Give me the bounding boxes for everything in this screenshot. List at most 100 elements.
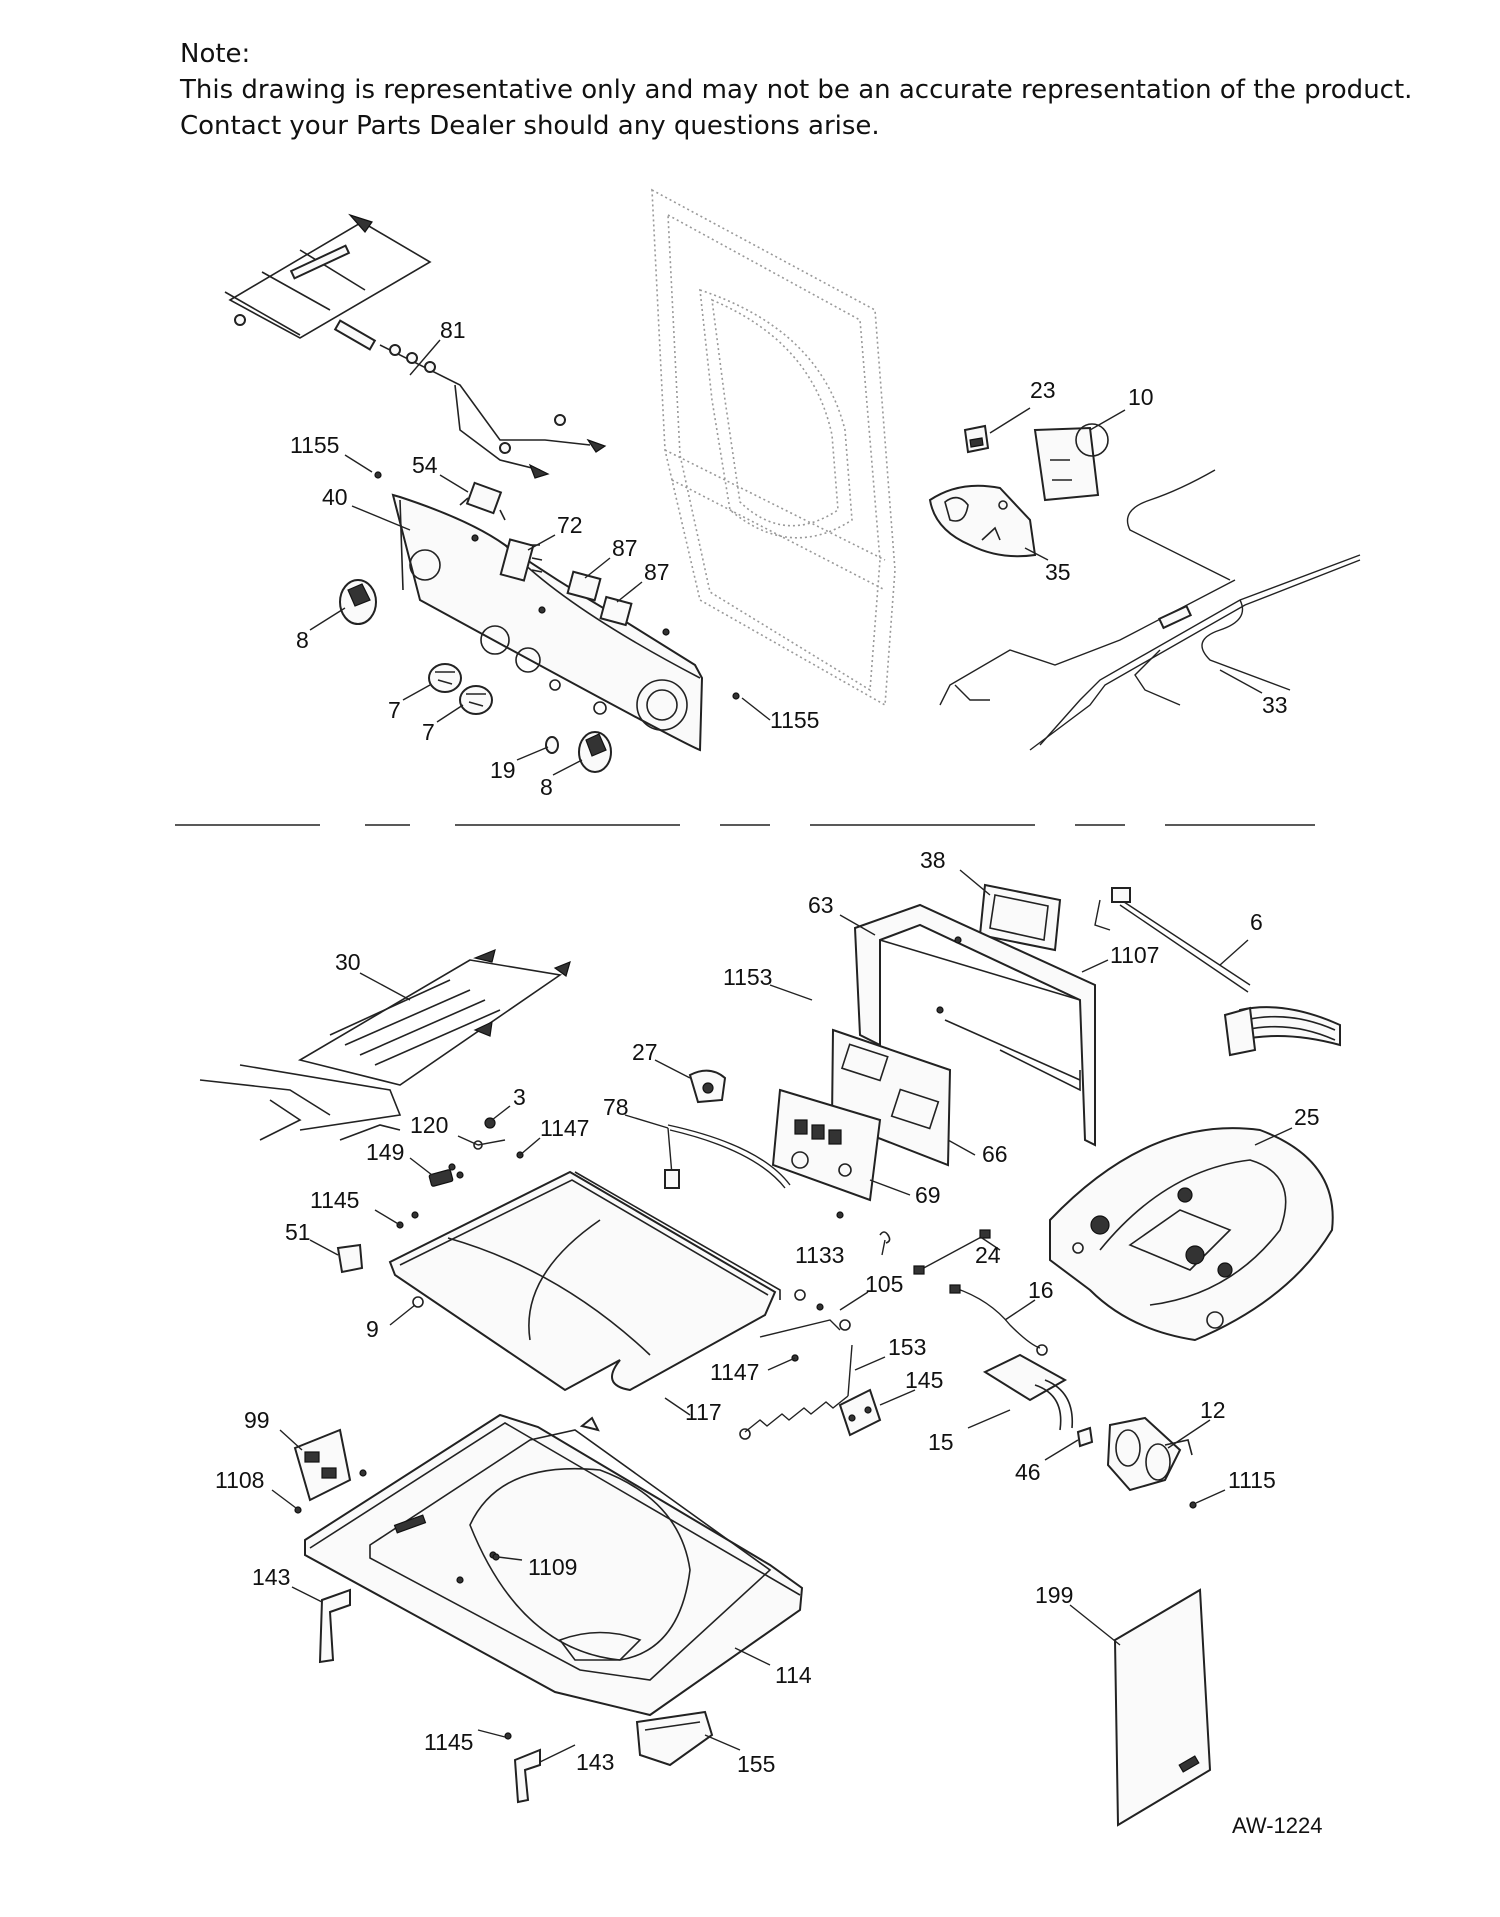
callout-66: 66 xyxy=(982,1141,1008,1167)
callout-143-a: 143 xyxy=(252,1564,290,1590)
lid-117 xyxy=(388,1170,781,1392)
callout-40: 40 xyxy=(322,484,348,510)
switch-54 xyxy=(459,481,506,521)
document-199 xyxy=(1113,1588,1212,1827)
callout-81: 81 xyxy=(440,317,466,343)
knob-7-b xyxy=(459,685,493,715)
callout-143-b: 143 xyxy=(576,1749,614,1775)
callout-72: 72 xyxy=(557,512,583,538)
knob-8-b xyxy=(578,731,612,773)
callout-1155-a: 1155 xyxy=(290,432,339,458)
callout-12: 12 xyxy=(1200,1397,1226,1423)
callout-9: 9 xyxy=(366,1316,379,1342)
screw-1145-b xyxy=(504,1732,512,1740)
part-23 xyxy=(963,424,990,454)
part-27 xyxy=(688,1069,727,1104)
knob-7-a xyxy=(428,663,462,693)
wire-24 xyxy=(913,1229,991,1275)
callout-25: 25 xyxy=(1294,1104,1320,1130)
callout-145: 145 xyxy=(905,1367,943,1393)
callout-33: 33 xyxy=(1262,692,1288,718)
callout-114: 114 xyxy=(775,1662,812,1688)
cable-78 xyxy=(664,1124,791,1189)
callout-15: 15 xyxy=(928,1429,954,1455)
callout-1147-b: 1147 xyxy=(710,1359,759,1385)
callout-27: 27 xyxy=(632,1039,658,1065)
knob-19 xyxy=(545,736,559,754)
screw-1155-b xyxy=(732,692,740,700)
callout-1133: 1133 xyxy=(795,1242,844,1268)
part-10 xyxy=(1033,423,1109,502)
callout-3: 3 xyxy=(513,1084,526,1110)
callout-7-a: 7 xyxy=(388,697,401,723)
callout-35: 35 xyxy=(1045,559,1071,585)
callout-120: 120 xyxy=(410,1112,448,1138)
callout-87-b: 87 xyxy=(644,559,670,585)
valve-12 xyxy=(1106,1416,1193,1492)
bracket-143-b xyxy=(513,1748,541,1804)
screw-1155-a xyxy=(374,471,382,479)
callout-1145-b: 1145 xyxy=(424,1729,473,1755)
callout-46: 46 xyxy=(1015,1459,1041,1485)
callout-199: 199 xyxy=(1035,1582,1073,1608)
callout-6: 6 xyxy=(1250,909,1263,935)
cabinet-outline xyxy=(651,188,896,707)
clip-51 xyxy=(336,1243,364,1274)
bracket-38 xyxy=(978,883,1062,952)
screw-1115 xyxy=(1189,1501,1197,1509)
wire-harness-33 xyxy=(939,469,1361,751)
bracket-143-a xyxy=(318,1588,351,1664)
rod-105 xyxy=(759,1289,851,1338)
spring-153 xyxy=(739,1344,853,1440)
part-149 xyxy=(428,1169,454,1187)
callout-78: 78 xyxy=(603,1094,629,1120)
note-line-1: This drawing is representative only and … xyxy=(180,75,1413,105)
callout-24: 24 xyxy=(975,1242,1001,1268)
callout-153: 153 xyxy=(888,1334,926,1360)
callout-1145-a: 1145 xyxy=(310,1187,359,1213)
callout-19: 19 xyxy=(490,757,516,783)
note-heading: Note: xyxy=(180,39,251,69)
callout-16: 16 xyxy=(1028,1277,1054,1303)
part-35 xyxy=(928,484,1037,558)
switch-87-a xyxy=(566,570,602,602)
callout-1107: 1107 xyxy=(1110,942,1159,968)
callout-117: 117 xyxy=(685,1399,722,1425)
callout-10: 10 xyxy=(1128,384,1154,410)
part-9 xyxy=(412,1296,424,1308)
latch-99 xyxy=(293,1428,367,1502)
callout-1153: 1153 xyxy=(723,964,772,990)
part-3 xyxy=(484,1117,496,1129)
part-46 xyxy=(1076,1426,1094,1448)
callout-69: 69 xyxy=(915,1182,941,1208)
top-cover-114 xyxy=(304,1413,804,1717)
screws-console xyxy=(471,534,670,636)
control-board-69 xyxy=(771,1088,882,1202)
callout-105: 105 xyxy=(865,1271,903,1297)
callout-149: 149 xyxy=(366,1139,404,1165)
callout-99: 99 xyxy=(244,1407,270,1433)
part-15 xyxy=(982,1353,1074,1431)
callout-1147-a: 1147 xyxy=(540,1115,589,1141)
wire-harness-81 xyxy=(224,213,607,479)
heater-6 xyxy=(1094,887,1341,1057)
part-155 xyxy=(635,1710,714,1767)
callout-8-a: 8 xyxy=(296,627,309,653)
callout-30: 30 xyxy=(335,949,361,975)
callout-labels: 81 1155 54 40 72 87 87 8 7 7 19 8 1155 2… xyxy=(215,317,1320,1777)
callout-1109: 1109 xyxy=(528,1554,577,1580)
document-code: AW-1224 xyxy=(1232,1813,1323,1838)
callout-1155-b: 1155 xyxy=(770,707,819,733)
note-line-2: Contact your Parts Dealer should any que… xyxy=(180,111,880,141)
part-1133 xyxy=(879,1231,891,1244)
part-120 xyxy=(473,1139,506,1150)
callout-155: 155 xyxy=(737,1751,775,1777)
disclaimer-note: Note: This drawing is representative onl… xyxy=(180,36,1412,144)
callout-8-b: 8 xyxy=(540,774,553,800)
hinge-145 xyxy=(838,1388,882,1437)
callout-1115: 1115 xyxy=(1228,1467,1276,1493)
knob-8-a xyxy=(339,579,377,625)
callout-38: 38 xyxy=(920,847,946,873)
assembly-25 xyxy=(1049,1127,1334,1342)
